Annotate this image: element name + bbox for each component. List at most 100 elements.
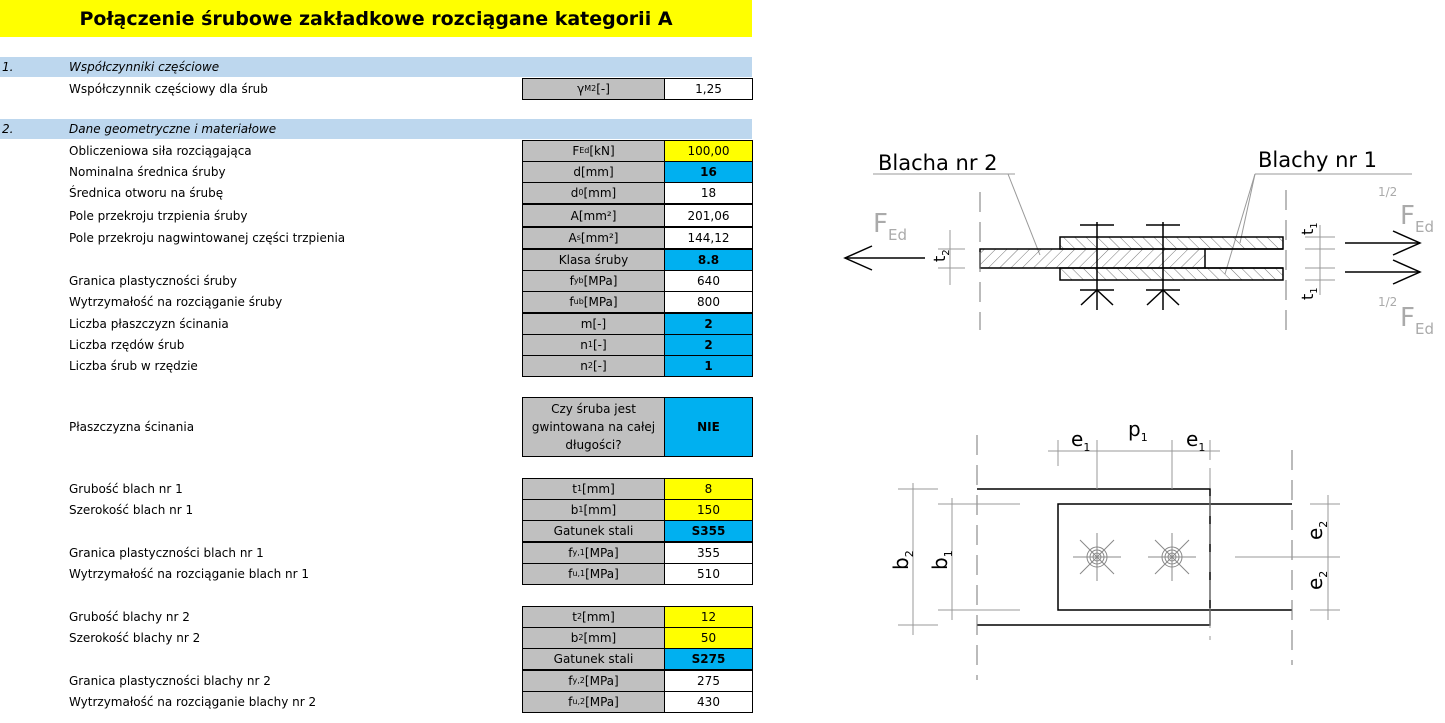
symbol-text: γ xyxy=(577,82,585,96)
symbol-text: b xyxy=(570,631,579,645)
parameter-value[interactable]: 150 xyxy=(664,499,753,521)
bolt-symbol xyxy=(1073,533,1196,581)
parameter-value[interactable]: 8.8 xyxy=(664,249,753,271)
svg-text:e2: e2 xyxy=(1303,571,1330,590)
symbol-text: A xyxy=(568,231,577,245)
symbol-subscript: 1 xyxy=(587,340,593,349)
symbol-subscript: 2 xyxy=(578,633,584,642)
symbol-text: d xyxy=(570,186,579,200)
symbol-unit: [MPa] xyxy=(584,674,619,688)
svg-text:b2: b2 xyxy=(889,550,916,570)
symbol-text: n xyxy=(580,359,588,373)
symbol-text: d xyxy=(573,165,581,179)
symbol-unit: [MPa] xyxy=(585,695,619,709)
plan-view-drawing: e1 p1 e1 b2 b1 e2 e2 xyxy=(889,417,1340,680)
symbol-unit: [mm] xyxy=(582,610,615,624)
plate2-label: Blacha nr 2 xyxy=(878,151,998,175)
half-label: 1/2 xyxy=(1378,185,1397,199)
symbol-subscript: ub xyxy=(573,297,584,306)
symbol-text: Gatunek stali xyxy=(553,524,634,538)
parameter-label: Szerokość blach nr 1 xyxy=(69,503,194,517)
t1-label-bottom: t xyxy=(1298,294,1317,300)
half-label: 1/2 xyxy=(1378,295,1397,309)
symbol-subscript: 1 xyxy=(578,505,584,514)
parameter-symbol: m [-] xyxy=(522,313,665,335)
parameter-value: 144,12 xyxy=(664,227,753,249)
parameter-label: Nominalna średnica śruby xyxy=(69,165,226,179)
e1-label: e xyxy=(1186,427,1198,451)
parameter-value: 18 xyxy=(664,182,753,204)
parameter-value: 201,06 xyxy=(664,204,753,227)
parameter-label: Średnica otworu na śrubę xyxy=(69,186,224,200)
symbol-subscript: Ed xyxy=(579,146,590,155)
svg-text:e1: e1 xyxy=(1186,427,1205,454)
symbol-unit: [-] xyxy=(596,82,610,96)
parameter-value[interactable]: NIE xyxy=(664,397,753,457)
force-half-label-top: F xyxy=(1400,201,1415,231)
svg-text:t1: t1 xyxy=(1298,287,1320,300)
section-header-partial-factors: 1. Współczynniki częściowe xyxy=(0,57,752,77)
parameter-value: 1,25 xyxy=(664,78,753,100)
parameter-label: Liczba płaszczyzn ścinania xyxy=(69,317,229,331)
symbol-subscript: 0 xyxy=(578,188,584,197)
section-number: 1. xyxy=(2,60,14,74)
symbol-unit: [mm] xyxy=(583,186,617,200)
parameter-value[interactable]: 2 xyxy=(664,334,753,356)
parameter-label: Grubość blach nr 1 xyxy=(69,482,183,496)
symbol-unit: [-] xyxy=(592,317,607,331)
parameter-label: Płaszczyzna ścinania xyxy=(69,420,195,434)
symbol-text: F xyxy=(572,144,580,158)
symbol-unit: [-] xyxy=(593,338,607,352)
bolt-symbol xyxy=(1080,222,1180,310)
symbol-unit: [mm] xyxy=(583,631,617,645)
parameter-label: Granica plastyczności blachy nr 2 xyxy=(69,674,271,688)
parameter-value: 430 xyxy=(664,691,753,713)
svg-text:FEd: FEd xyxy=(873,209,907,244)
symbol-unit: [mm²] xyxy=(578,208,617,223)
symbol-unit: [MPa] xyxy=(584,546,619,560)
symbol-subscript: u,2 xyxy=(572,697,586,706)
parameter-label: Pole przekroju nagwintowanej części trzp… xyxy=(69,231,346,245)
symbol-text: A xyxy=(570,208,579,223)
parameter-label: Współczynnik częściowy dla śrub xyxy=(69,82,268,96)
section-title: Dane geometryczne i materiałowe xyxy=(69,122,277,136)
symbol-unit: [MPa] xyxy=(583,274,618,288)
symbol-text: f xyxy=(568,695,573,709)
symbol-unit: [mm] xyxy=(582,482,615,496)
force-arrows xyxy=(843,230,1422,285)
symbol-subscript: y,1 xyxy=(572,548,585,557)
parameter-label: Wytrzymałość na rozciąganie śruby xyxy=(69,295,283,309)
parameter-value[interactable]: S355 xyxy=(664,520,753,542)
parameter-symbol: A [mm²] xyxy=(522,204,665,227)
parameter-value[interactable]: S275 xyxy=(664,648,753,670)
symbol-text: f xyxy=(568,674,573,688)
symbol-unit: [kN] xyxy=(589,144,615,158)
symbol-subscript: u,1 xyxy=(572,569,586,578)
symbol-text: f xyxy=(569,274,574,288)
parameter-value: 510 xyxy=(664,563,753,585)
parameter-value[interactable]: 1 xyxy=(664,355,753,377)
parameter-symbol: Gatunek stali xyxy=(522,520,665,542)
section-title: Współczynniki częściowe xyxy=(69,60,220,74)
symbol-unit: [MPa] xyxy=(585,567,619,581)
section-number: 2. xyxy=(2,122,14,136)
parameter-label: Grubość blachy nr 2 xyxy=(69,610,190,624)
force-half-label-bottom: F xyxy=(1400,303,1415,333)
e2-label: e xyxy=(1303,578,1327,590)
svg-text:b1: b1 xyxy=(928,550,955,570)
symbol-text: Gatunek stali xyxy=(553,652,634,666)
p1-label: p xyxy=(1128,417,1141,441)
sheet-title: Połączenie śrubowe zakładkowe rozciągane… xyxy=(0,0,752,37)
symbol-subscript: s xyxy=(576,233,581,242)
symbol-unit: [mm] xyxy=(583,503,617,517)
parameter-label: Wytrzymałość na rozciąganie blach nr 1 xyxy=(69,567,310,581)
symbol-subscript: y,2 xyxy=(572,676,585,685)
svg-text:p1: p1 xyxy=(1128,417,1148,444)
